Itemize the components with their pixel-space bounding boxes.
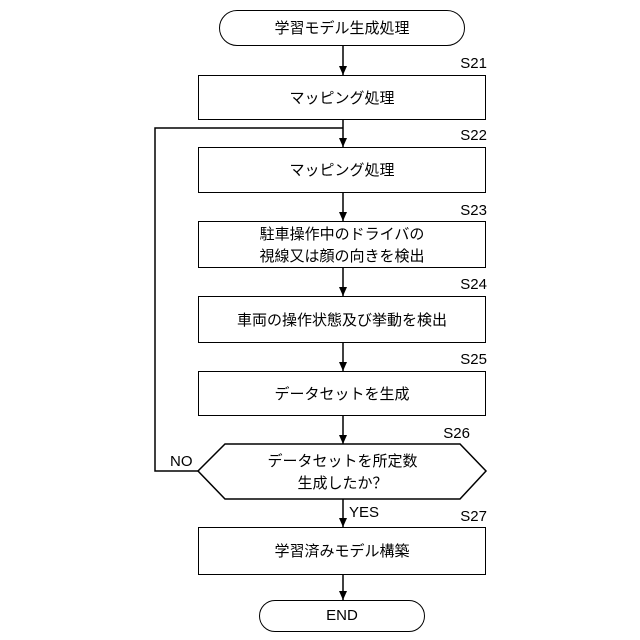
- s27-text: 学習済みモデル構築: [274, 540, 409, 562]
- branch-label-yes: YES: [349, 504, 379, 521]
- step-label-s24: S24: [427, 276, 487, 293]
- s25-text: データセットを生成: [274, 383, 409, 405]
- step-label-s27: S27: [427, 508, 487, 525]
- start-terminal: 学習モデル生成処理: [219, 10, 465, 46]
- process-s21: マッピング処理: [198, 75, 486, 120]
- s26-text: データセットを所定数 生成したか？: [267, 450, 417, 494]
- s21-text: マッピング処理: [289, 87, 394, 109]
- process-s27: 学習済みモデル構築: [198, 527, 486, 575]
- s23-text: 駐車操作中のドライバの 視線又は顔の向きを検出: [259, 223, 424, 267]
- branch-label-no: NO: [170, 453, 193, 470]
- step-label-s22: S22: [427, 127, 487, 144]
- step-label-s21: S21: [427, 55, 487, 72]
- step-label-s25: S25: [427, 351, 487, 368]
- step-label-s26: S26: [410, 425, 470, 442]
- process-s22: マッピング処理: [198, 147, 486, 193]
- decision-s26: データセットを所定数 生成したか？: [225, 444, 460, 499]
- start-label: 学習モデル生成処理: [274, 17, 409, 39]
- end-terminal: END: [259, 600, 425, 632]
- process-s25: データセットを生成: [198, 371, 486, 416]
- step-label-s23: S23: [427, 202, 487, 219]
- process-s23: 駐車操作中のドライバの 視線又は顔の向きを検出: [198, 221, 486, 268]
- end-label: END: [326, 605, 358, 627]
- process-s24: 車両の操作状態及び挙動を検出: [198, 296, 486, 343]
- s22-text: マッピング処理: [289, 159, 394, 181]
- s24-text: 車両の操作状態及び挙動を検出: [237, 309, 447, 331]
